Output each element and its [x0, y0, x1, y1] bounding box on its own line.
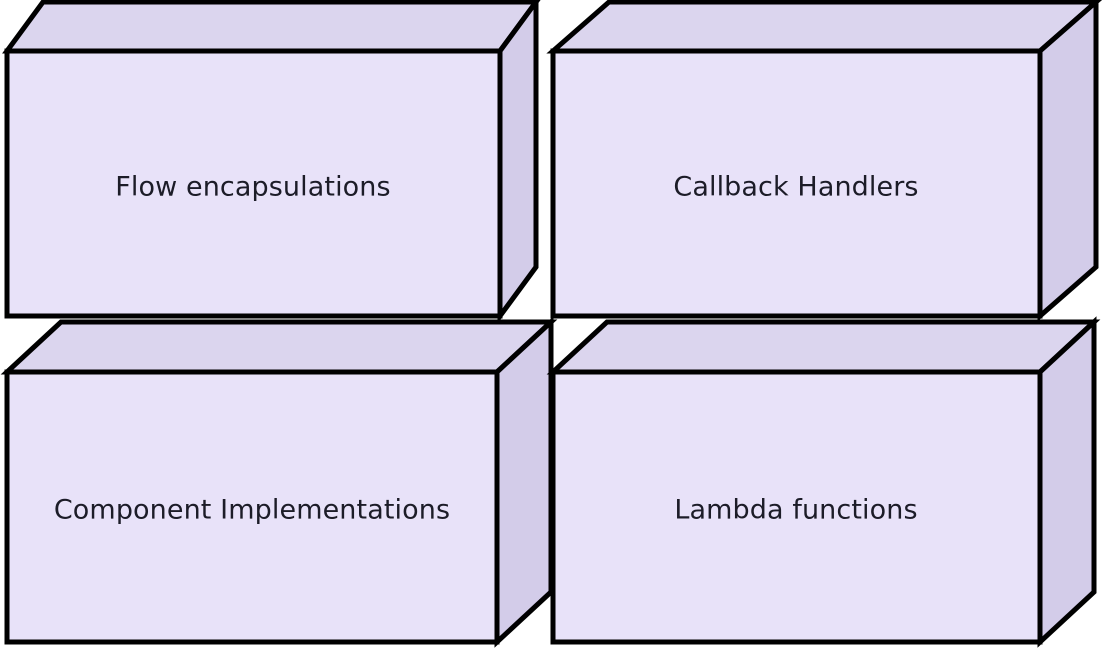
box-callback-handlers[interactable]: Callback Handlers [546, 0, 1103, 322]
box-top-face [546, 0, 1103, 54]
box-top-face [0, 319, 558, 375]
box-front-face [4, 48, 503, 319]
box-front-face [550, 48, 1043, 319]
box-label-lambda-functions: Lambda functions [674, 495, 917, 526]
box-side-face [1037, 316, 1097, 648]
box-flow-encapsulations[interactable]: Flow encapsulations [2, 0, 541, 324]
box-side-face [1037, 0, 1099, 322]
box-top-face [2, 0, 541, 54]
box-front-face [550, 369, 1043, 645]
box-component-implementations[interactable]: Component Implementations [0, 316, 558, 648]
box-label-component-implementations: Component Implementations [54, 495, 450, 526]
box-side-face [497, 0, 539, 324]
box-front-face [4, 369, 500, 645]
box-label-flow-encapsulations: Flow encapsulations [115, 172, 390, 203]
box-label-callback-handlers: Callback Handlers [673, 172, 918, 203]
box-lambda-functions[interactable]: Lambda functions [546, 316, 1101, 648]
box-side-face [494, 316, 554, 648]
box-top-face [546, 319, 1101, 375]
